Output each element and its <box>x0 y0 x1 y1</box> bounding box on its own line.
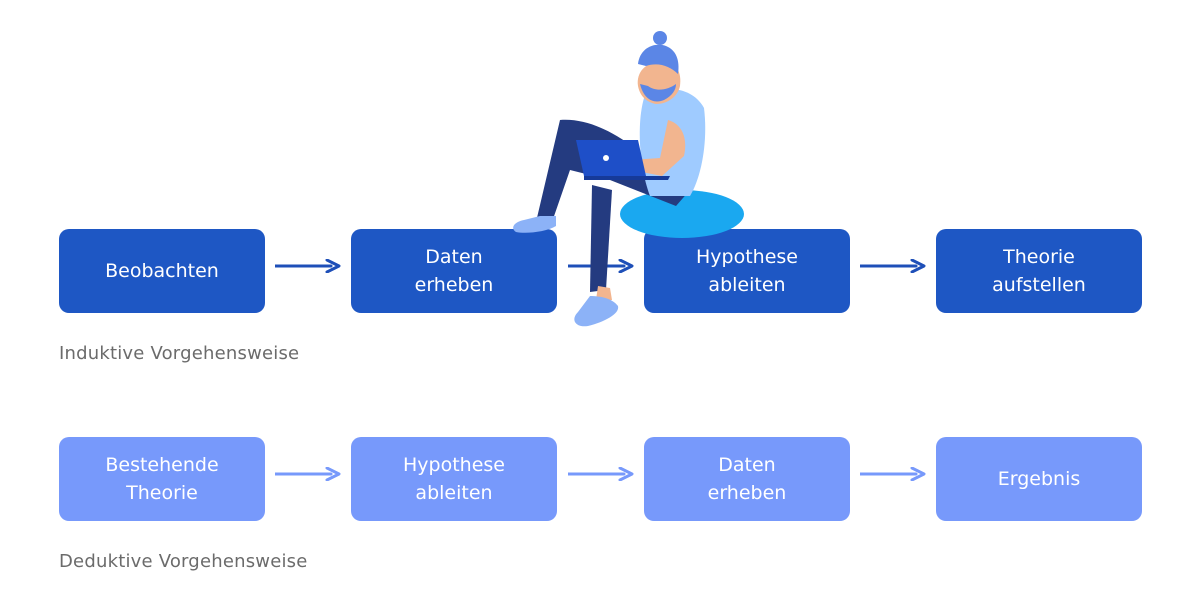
step-label-line1: Daten <box>718 454 776 476</box>
step-daten-erheben: Daten erheben <box>644 437 850 521</box>
step-label-line1: Bestehende <box>105 454 219 476</box>
step-ergebnis: Ergebnis <box>936 437 1142 521</box>
step-label-line2: ableiten <box>708 274 786 296</box>
step-theorie-aufstellen: Theorie aufstellen <box>936 229 1142 313</box>
caption-inductive: Induktive Vorgehensweise <box>59 343 300 364</box>
arrow-right-icon <box>275 259 341 273</box>
step-label-line2: ableiten <box>415 482 493 504</box>
arrow-right-icon <box>860 467 926 481</box>
step-label-line2: erheben <box>707 482 787 504</box>
step-label-line1: Hypothese <box>696 246 798 268</box>
arrow-right-icon <box>860 259 926 273</box>
step-label-line1: Theorie <box>1003 246 1075 268</box>
arrow-right-icon <box>275 467 341 481</box>
caption-deductive: Deduktive Vorgehensweise <box>59 551 308 572</box>
arrow-right-icon <box>568 467 634 481</box>
step-hypothese-ableiten: Hypothese ableiten <box>351 437 557 521</box>
step-label-line2: erheben <box>414 274 494 296</box>
step-beobachten: Beobachten <box>59 229 265 313</box>
step-hypothese-ableiten: Hypothese ableiten <box>644 229 850 313</box>
step-label-line2: Theorie <box>126 482 198 504</box>
step-label-line1: Daten <box>425 246 483 268</box>
step-label: Beobachten <box>105 260 219 282</box>
arrow-right-icon <box>568 259 634 273</box>
step-label-line1: Hypothese <box>403 454 505 476</box>
step-label: Ergebnis <box>997 468 1081 490</box>
step-daten-erheben: Daten erheben <box>351 229 557 313</box>
step-label-line2: aufstellen <box>992 274 1086 296</box>
